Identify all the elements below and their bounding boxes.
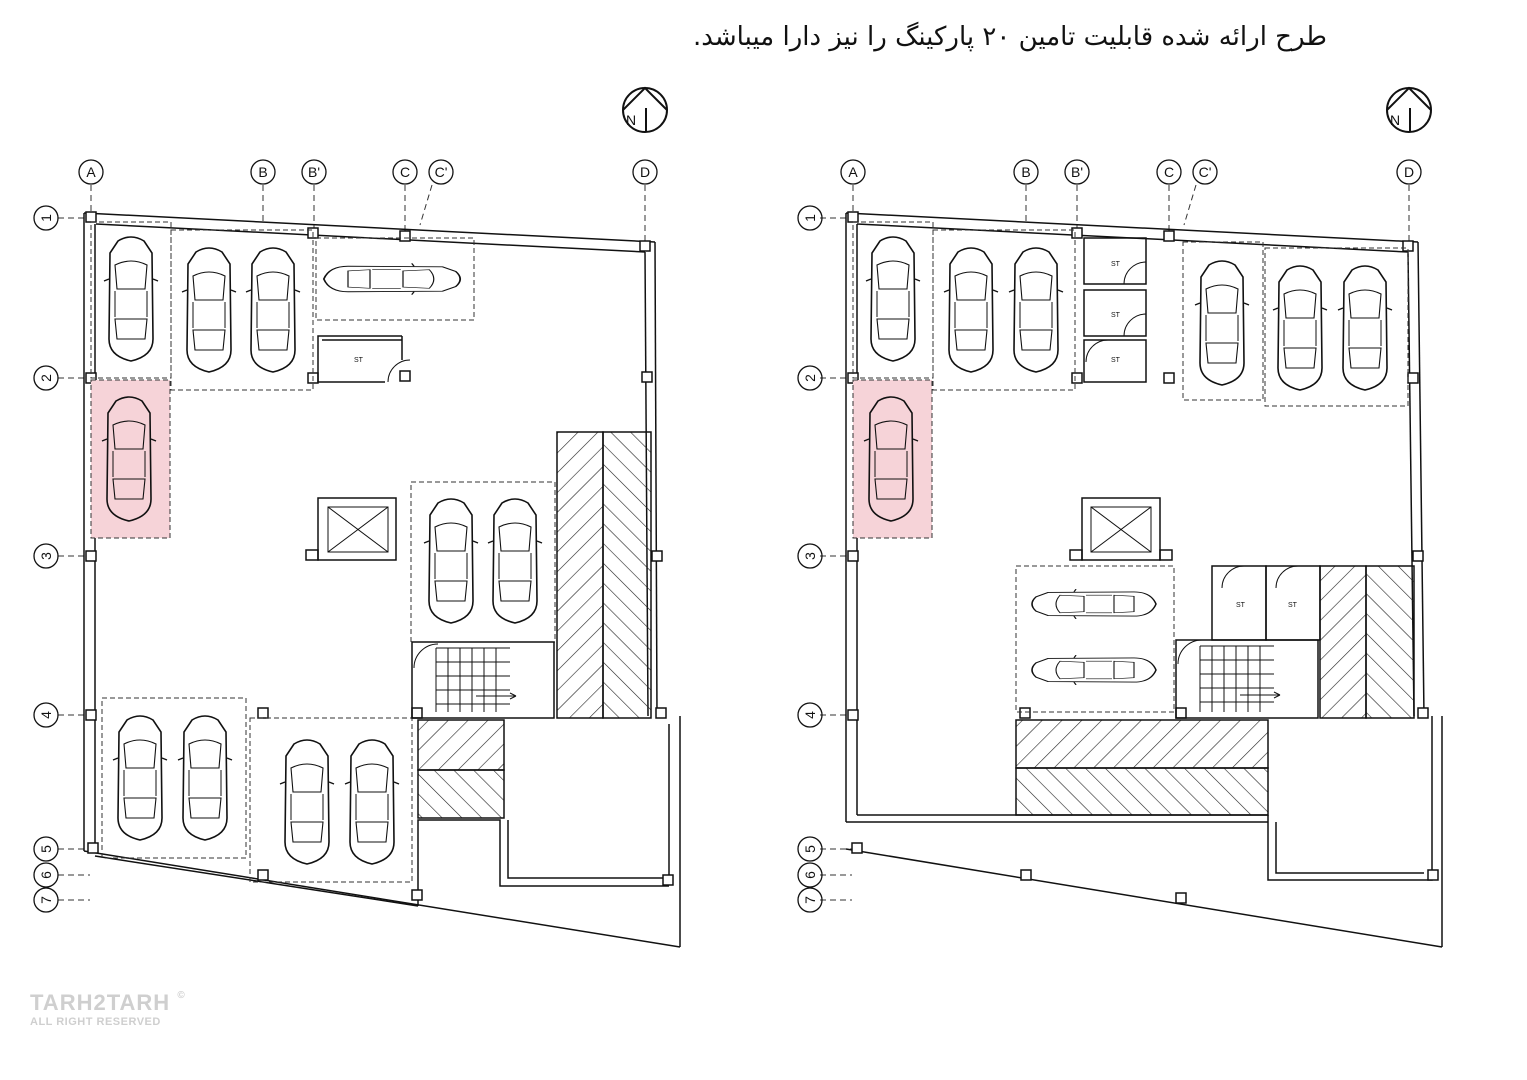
grid-row-4: 4 — [802, 711, 818, 719]
page-title: طرح ارائه شده قابلیت تامین ۲۰ پارکینگ را… — [692, 22, 1327, 52]
store-label: ST — [1236, 602, 1246, 609]
north-arrow-icon — [622, 86, 668, 133]
copyright-icon: © — [177, 990, 186, 1001]
store-label: ST — [1111, 357, 1121, 364]
grid-col-b-prime: B' — [1071, 164, 1083, 180]
grid-col-a: A — [86, 164, 96, 180]
north-arrow-icon — [1386, 86, 1432, 133]
grid-row-1: 1 — [38, 214, 54, 222]
grid-row-5: 5 — [38, 845, 54, 853]
store-label: ST — [1111, 312, 1121, 319]
left-plan: ST — [33, 86, 681, 948]
grid-col-a: A — [848, 164, 858, 180]
grid-row-4: 4 — [38, 711, 54, 719]
grid-row-6: 6 — [38, 871, 54, 879]
elevator-shaft-icon — [1069, 497, 1173, 561]
highlighted-bay — [852, 379, 933, 539]
grid-row-3: 3 — [802, 552, 818, 560]
grid-col-c: C — [400, 164, 410, 180]
grid-col-b: B — [1021, 164, 1030, 180]
staircase-icon — [1175, 639, 1319, 719]
north-label: N — [626, 112, 636, 128]
grid-col-d: D — [1404, 164, 1414, 180]
watermark-brand: TARH2TARH — [30, 990, 171, 1015]
elevator-shaft-icon — [305, 497, 397, 561]
grid-row-2: 2 — [802, 374, 818, 382]
north-label: N — [1390, 112, 1400, 128]
grid-row-3: 3 — [38, 552, 54, 560]
grid-row-6: 6 — [802, 871, 818, 879]
store-label: ST — [354, 357, 364, 364]
staircase-icon — [411, 641, 555, 719]
grid-col-d: D — [640, 164, 650, 180]
highlighted-bay — [90, 379, 171, 539]
grid-col-c: C — [1164, 164, 1174, 180]
grid-row-2: 2 — [38, 374, 54, 382]
grid-col-c-prime: C' — [1199, 164, 1212, 180]
grid-col-b-prime: B' — [308, 164, 320, 180]
cars — [863, 236, 1393, 686]
ramp-hatch — [417, 431, 652, 819]
grid-labels-left — [33, 159, 658, 913]
watermark-rights: ALL RIGHT RESERVED — [30, 1016, 161, 1028]
store-label: ST — [1111, 261, 1121, 268]
right-plan: ST ST ST ST ST — [797, 86, 1443, 948]
grid-row-7: 7 — [802, 896, 818, 904]
watermark-logo: TARH2TARH © ALL RIGHT RESERVED — [30, 990, 186, 1028]
store-label: ST — [1288, 602, 1298, 609]
grid-labels-right — [797, 159, 1422, 913]
grid-col-c-prime: C' — [435, 164, 448, 180]
grid-row-7: 7 — [38, 896, 54, 904]
grid-row-1: 1 — [802, 214, 818, 222]
ramp-hatch — [1015, 565, 1415, 816]
grid-row-5: 5 — [802, 845, 818, 853]
grid-col-b: B — [258, 164, 267, 180]
